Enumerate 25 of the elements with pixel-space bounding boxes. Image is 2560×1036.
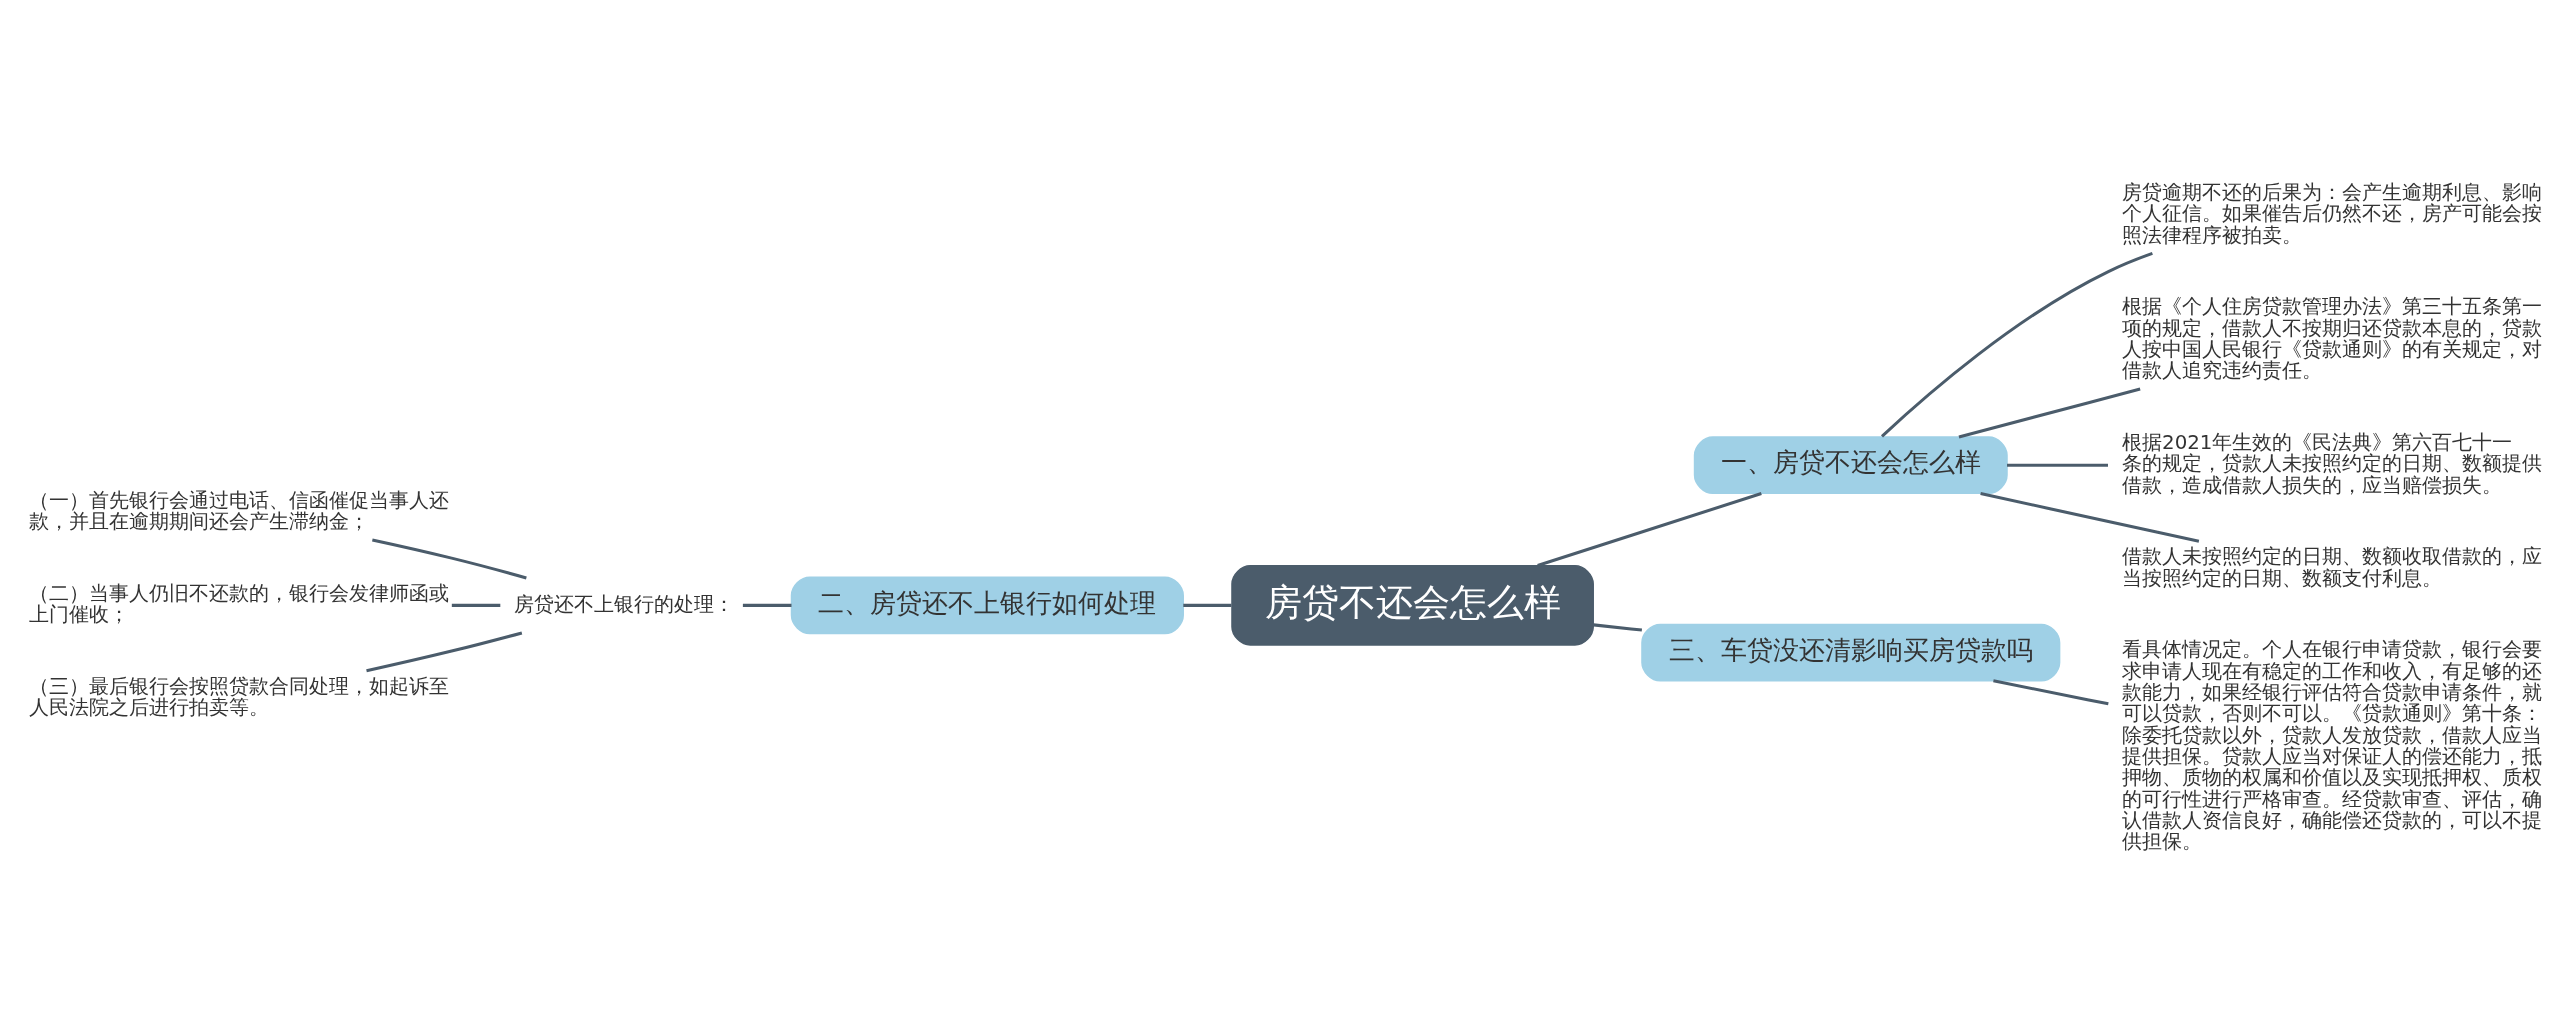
node-text: 借款人未按照约定的日期、数额收取借款的，应当按照约定的日期、数额支付利息。	[2122, 544, 2543, 590]
node-text: 房贷逾期不还的后果为：会产生逾期利息、影响个人征信。如果催告后仍然不还，房产可能会按照法律程序被拍卖。	[2122, 180, 2543, 247]
node-box: 一、房贷不还会怎么样	[1693, 435, 2008, 494]
connector	[1880, 251, 2153, 437]
connector	[1980, 491, 2200, 543]
node-box: 二、房贷还不上银行如何处理	[790, 575, 1184, 634]
connector	[1183, 603, 1232, 607]
node-box: 房贷不还会怎么样	[1231, 564, 1594, 646]
connector	[366, 630, 523, 672]
node-text: 根据《个人住房贷款管理办法》第三十五条第一项的规定，借款人不按期归还贷款本息的，贷款人按中国人民银行《贷款通则》的有关规定，对借款人追究违约责任。	[2122, 294, 2543, 382]
node-text: 根据2021年生效的《民法典》第六百七十一条的规定，贷款人未按照约定的日期、数额提供借款，造成借款人损失的，应当赔偿损失。	[2122, 430, 2543, 497]
node-text: （二）当事人仍旧不还款的，银行会发律师函或上门催收；	[29, 581, 450, 626]
connector	[1593, 622, 1643, 632]
connector	[1993, 678, 2109, 705]
connector	[451, 603, 501, 607]
connector	[2007, 463, 2108, 467]
node-text: （一）首先银行会通过电话、信函催促当事人还款，并且在逾期期间还会产生滞纳金；	[29, 488, 450, 533]
connector	[372, 537, 527, 579]
node-text: 房贷还不上银行的处理：	[514, 592, 735, 616]
node-text: （三）最后银行会按照贷款合同处理，如起诉至人民法院之后进行拍卖等。	[29, 674, 450, 719]
connector	[742, 603, 792, 607]
connector	[1958, 387, 2141, 438]
node-text: 看具体情况定。个人在银行申请贷款，银行会要求申请人现在有稳定的工作和收入，有足够的还款能力，如果经银行评估符合贷款申请条件，就可以贷款，否则不可以。《贷款通则》第十条：除委托贷款以外，贷款人发放贷款，借款人应当提供担保。贷款人应当对保证人的偿还能力，抵押物、质物的权属和价值以及实现抵押权、质权的可行性进行严格审查。经贷款审查、评估，确认借款人资信良好，确能偿还贷款的，可以不提供担保。	[2122, 637, 2543, 853]
connector	[1537, 491, 1762, 567]
node-box: 三、车贷没还清影响买房贷款吗	[1641, 623, 2061, 682]
